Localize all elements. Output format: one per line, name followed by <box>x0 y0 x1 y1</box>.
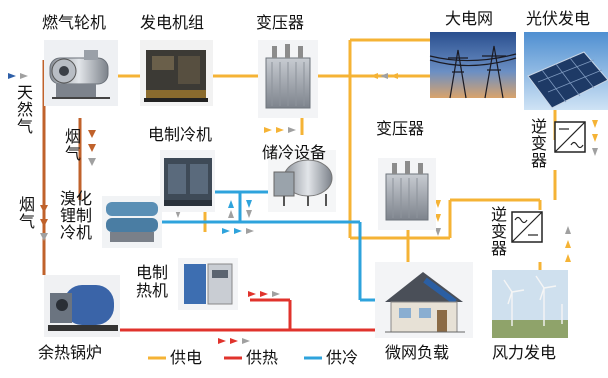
arrow-heat-4 <box>218 338 226 344</box>
arrow-pv-1 <box>592 120 598 128</box>
arrow-heat-6 <box>242 338 250 344</box>
label-grid: 大电网 <box>445 9 494 28</box>
cold-lines <box>160 190 375 302</box>
arrow-cold-up-2 <box>228 210 234 218</box>
arrow-storage-2 <box>276 127 284 133</box>
heat-lines <box>120 298 375 332</box>
arrow-grid-3 <box>390 73 398 79</box>
arrow-grid-2 <box>370 73 378 79</box>
label-waste-heat-boiler: 余热锅炉 <box>38 343 103 362</box>
wind-turbine-icon <box>492 270 568 338</box>
arrow-heat-2 <box>260 291 268 297</box>
chiller-libr-icon <box>102 196 162 248</box>
label-generator: 发电机组 <box>140 13 205 32</box>
legend-label-heat: 供热 <box>246 348 279 367</box>
arrow-tdown-1 <box>435 200 441 208</box>
transformer-icon <box>258 40 318 118</box>
arrow-pv-3 <box>592 148 598 156</box>
legend-label-power: 供电 <box>170 348 203 367</box>
transformer-mid-icon <box>378 158 436 230</box>
arrow-grid-1 <box>380 73 388 79</box>
label-electric-chiller: 电制冷机 <box>148 125 213 144</box>
label-electric-heater: 电制热机 <box>136 263 169 300</box>
boiler-icon <box>44 275 120 337</box>
arrow-heat-3 <box>272 291 280 297</box>
arrow-cold-up-1 <box>228 200 234 208</box>
arrow-wind-3 <box>565 226 571 234</box>
legend-label-cold: 供冷 <box>326 348 359 367</box>
arrow-wind-2 <box>565 240 571 248</box>
arrow-cold-3 <box>246 228 254 234</box>
label-inverter-wind: 逆变器 <box>490 205 507 258</box>
gas-turbine-icon <box>44 40 118 106</box>
label-cold-storage: 储冷设备 <box>262 143 327 162</box>
arrow-flue-5 <box>88 144 96 152</box>
arrow-cold-down-2 <box>246 210 252 218</box>
arrow-flue-1 <box>40 205 48 213</box>
label-transformer-mid: 变压器 <box>376 119 425 138</box>
arrow-flue-2 <box>40 219 48 227</box>
power-tower-icon <box>429 32 517 99</box>
arrow-cold-2 <box>234 228 242 234</box>
inverter-wind-icon <box>511 211 543 243</box>
arrow-storage-3 <box>288 127 296 133</box>
arrow-tdown-2 <box>435 214 441 222</box>
label-transformer-top: 变压器 <box>256 13 305 32</box>
arrow-tdown-3 <box>435 228 441 236</box>
label-inverter-pv: 逆变器 <box>530 117 547 170</box>
arrow-heat-5 <box>230 338 238 344</box>
label-flue-gas-2: 烟气 <box>18 195 35 231</box>
arrow-gas-2 <box>20 73 28 79</box>
label-microgrid-load: 微网负载 <box>385 343 450 362</box>
label-libr-chiller: 溴化锂制冷机 <box>60 189 93 242</box>
label-pv: 光伏发电 <box>526 9 591 28</box>
arrows <box>8 73 598 344</box>
label-wind: 风力发电 <box>492 343 557 362</box>
arrow-pv-2 <box>592 134 598 142</box>
label-natural-gas: 天然气 <box>16 83 33 136</box>
generator-icon <box>140 40 213 106</box>
arrow-flue-3 <box>40 233 48 241</box>
house-icon <box>375 262 473 338</box>
arrow-gas-1 <box>8 73 16 79</box>
label-flue-gas-1: 烟气 <box>64 127 81 163</box>
storage-tank-icon <box>268 150 336 212</box>
solar-panel-icon <box>524 32 608 110</box>
chiller-icon <box>160 150 215 212</box>
arrow-storage-1 <box>264 127 272 133</box>
inverter-icon <box>554 121 586 153</box>
arrow-cold-down-1 <box>246 200 252 208</box>
arrow-cold-1 <box>222 228 230 234</box>
arrow-flue-6 <box>88 158 96 166</box>
arrow-heat-1 <box>248 291 256 297</box>
label-gas-turbine: 燃气轮机 <box>42 13 107 32</box>
arrow-wind-1 <box>565 254 571 262</box>
arrow-flue-4 <box>88 130 96 138</box>
heater-icon <box>178 258 238 310</box>
